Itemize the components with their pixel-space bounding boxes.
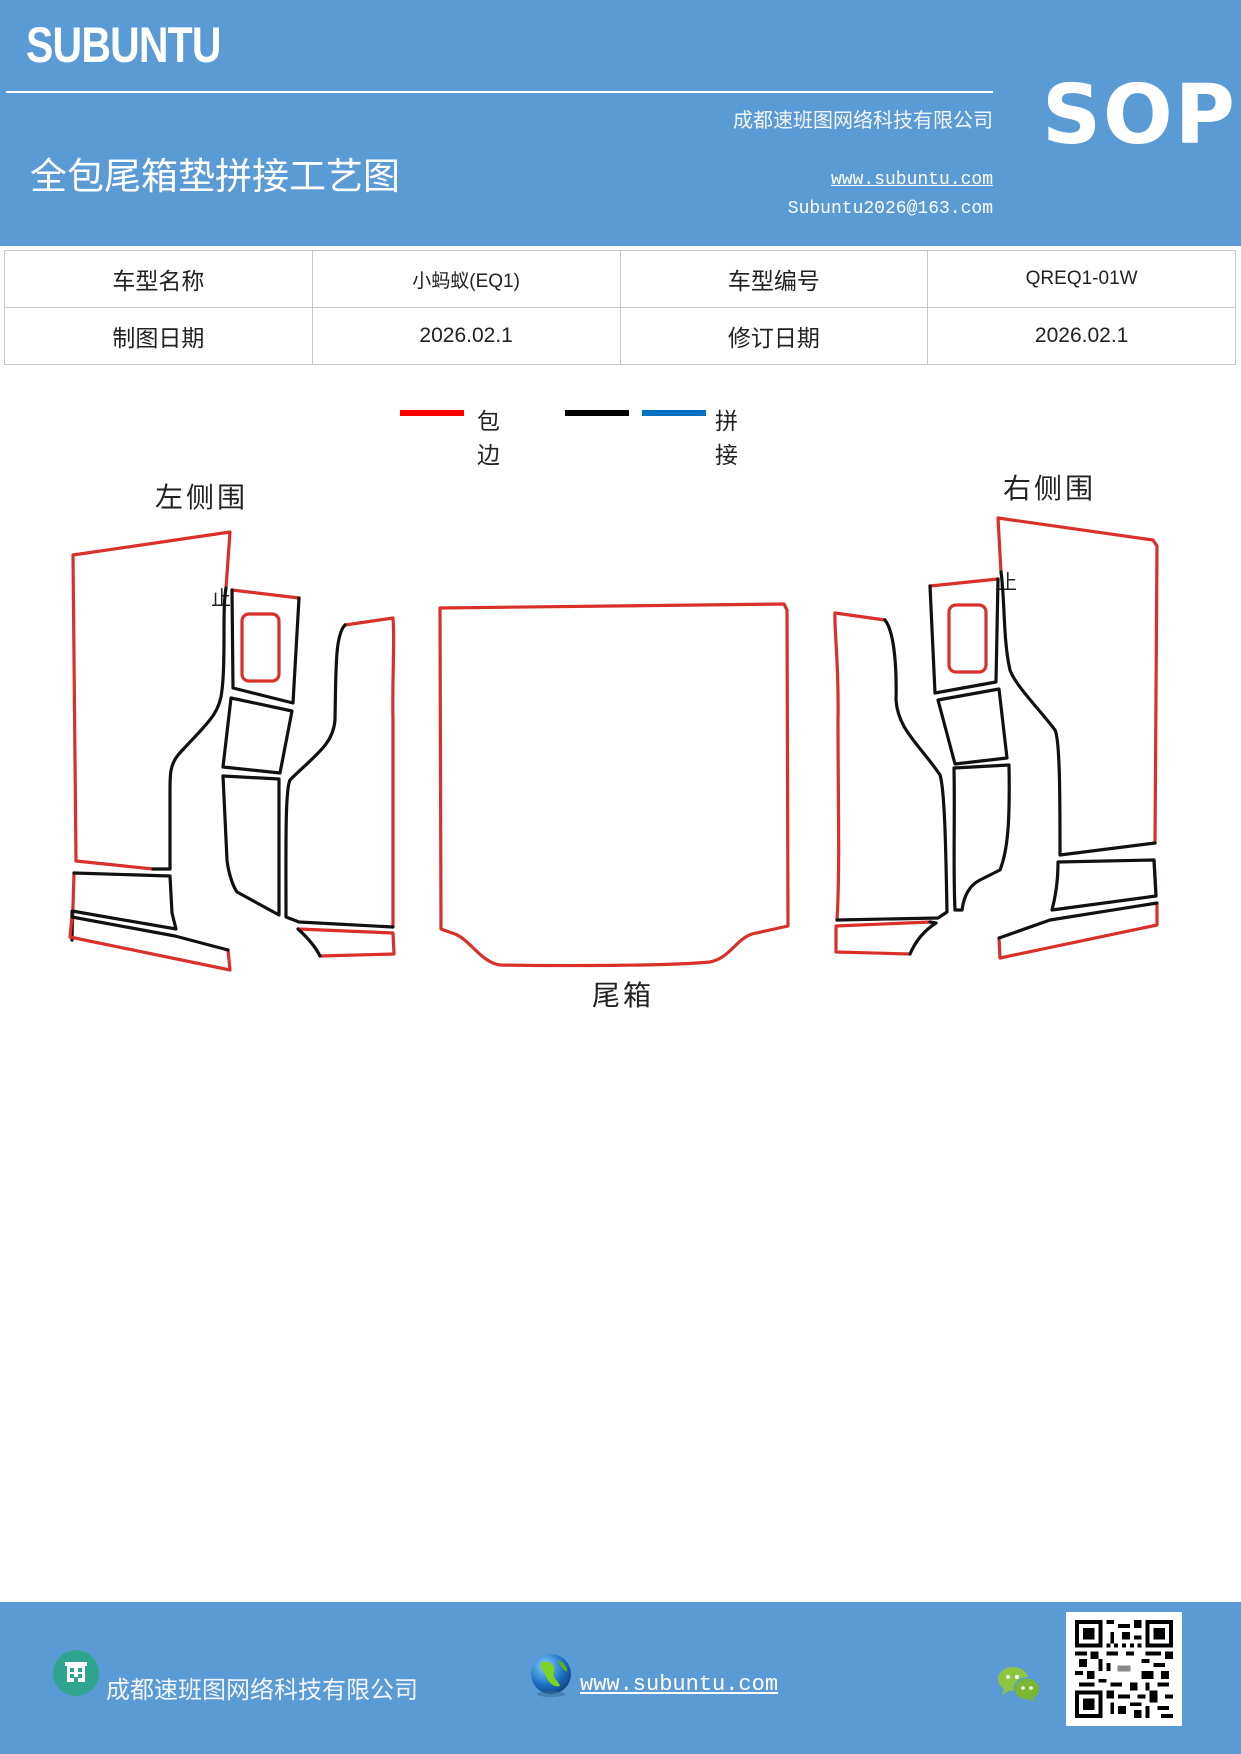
draw-date-value: 2026.02.1 <box>311 307 621 365</box>
left-side-label: 左侧围 <box>155 481 249 514</box>
building-icon <box>53 1650 99 1696</box>
table-row: 制图日期 2026.02.1 修订日期 2026.02.1 <box>4 307 1236 365</box>
email-address: Subuntu2026@163.com <box>787 199 993 219</box>
legend-label-seam: 拼接 <box>715 409 738 469</box>
revision-date-label: 修订日期 <box>619 307 929 365</box>
legend-swatch-black <box>565 410 629 416</box>
header-banner: SUBUNTU 成都速班图网络科技有限公司 全包尾箱垫拼接工艺图 www.sub… <box>0 0 1241 246</box>
globe-icon <box>528 1652 574 1698</box>
right-side-label: 右侧围 <box>1003 472 1097 505</box>
page-title: 全包尾箱垫拼接工艺图 <box>30 155 400 198</box>
footer-banner: 成都速班图网络科技有限公司 www.subuntu.com <box>0 1602 1241 1754</box>
left-side-panel <box>68 530 396 972</box>
trunk-mat-diagram: 左侧围 尾箱 右侧围 止 止 <box>0 440 1241 1020</box>
sop-badge: SOP <box>1042 68 1237 163</box>
draw-date-label: 制图日期 <box>4 307 313 365</box>
legend-swatch-binding <box>400 410 464 416</box>
table-row: 车型名称 小蚂蚁(EQ1) 车型编号 QREQ1-01W <box>4 250 1236 308</box>
model-code-label: 车型编号 <box>619 250 929 308</box>
revision-date-value: 2026.02.1 <box>927 307 1236 365</box>
wechat-icon <box>996 1664 1042 1704</box>
header-divider <box>6 91 993 93</box>
brand-logo: SUBUNTU <box>26 17 222 73</box>
footer-company-name: 成都速班图网络科技有限公司 <box>106 1676 418 1704</box>
legend-label-binding: 包边 <box>477 409 500 469</box>
model-name-value: 小蚂蚁(EQ1) <box>311 250 621 308</box>
model-code-value: QREQ1-01W <box>927 250 1236 308</box>
model-name-label: 车型名称 <box>4 250 313 308</box>
legend-swatch-seam <box>642 410 706 416</box>
trunk-label: 尾箱 <box>592 979 655 1012</box>
diagram-shapes <box>68 516 1159 972</box>
trunk-panel <box>438 602 790 968</box>
right-side-panel <box>833 516 1159 960</box>
company-name: 成都速班图网络科技有限公司 <box>733 108 993 132</box>
website-link[interactable]: www.subuntu.com <box>830 170 993 190</box>
vehicle-info-table: 车型名称 小蚂蚁(EQ1) 车型编号 QREQ1-01W 制图日期 2026.0… <box>4 250 1236 365</box>
qr-code[interactable] <box>1066 1612 1182 1726</box>
footer-website-link[interactable]: www.subuntu.com <box>580 1672 779 1697</box>
